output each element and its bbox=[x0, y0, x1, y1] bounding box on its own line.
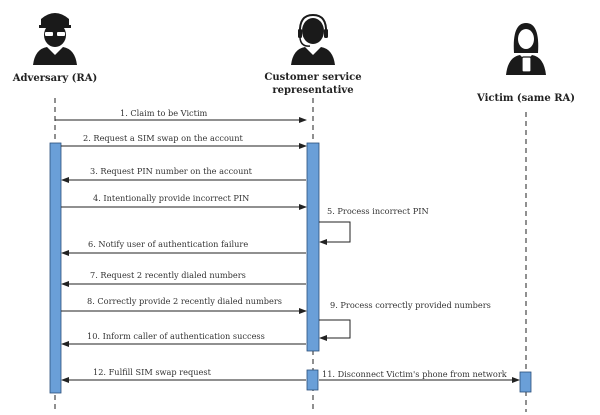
svg-text:8. Correctly provide 2 recentl: 8. Correctly provide 2 recently dialed n… bbox=[87, 296, 282, 306]
actor-label-victim: Victim (same RA) bbox=[476, 93, 575, 104]
activation-csr-final bbox=[306, 369, 319, 391]
activation-victim bbox=[519, 371, 532, 393]
svg-text:5. Process incorrect PIN: 5. Process incorrect PIN bbox=[327, 206, 429, 216]
message-11: 11. Disconnect Victim's phone from netwo… bbox=[319, 369, 520, 383]
actor-label-adversary: Adversary (RA) bbox=[12, 73, 97, 84]
message-2: 2. Request a SIM swap on the account bbox=[61, 133, 307, 149]
svg-text:1. Claim to be Victim: 1. Claim to be Victim bbox=[120, 108, 208, 118]
activation-csr-main bbox=[306, 142, 320, 352]
svg-text:9. Process correctly provided: 9. Process correctly provided numbers bbox=[330, 300, 491, 310]
svg-text:11. Disconnect Victim's phone: 11. Disconnect Victim's phone from netwo… bbox=[322, 369, 508, 379]
actor-label-csr-line2: representative bbox=[272, 85, 353, 96]
message-6: 6. Notify user of authentication failure bbox=[61, 239, 306, 256]
svg-text:6. Notify user of authenticati: 6. Notify user of authentication failure bbox=[88, 239, 248, 249]
message-3: 3. Request PIN number on the account bbox=[61, 166, 306, 183]
svg-text:7. Request 2 recently dialed n: 7. Request 2 recently dialed numbers bbox=[90, 270, 246, 280]
activation-adversary bbox=[49, 142, 62, 394]
actor-label-csr-line1: Customer service bbox=[264, 72, 361, 83]
message-12: 12. Fulfill SIM swap request bbox=[61, 367, 306, 383]
message-9: 9. Process correctly provided numbers bbox=[319, 300, 491, 341]
svg-text:10. Inform caller of authentic: 10. Inform caller of authentication succ… bbox=[87, 331, 265, 341]
svg-text:3. Request PIN number on the a: 3. Request PIN number on the account bbox=[90, 166, 253, 176]
message-1: 1. Claim to be Victim bbox=[55, 108, 307, 123]
headset-agent-icon bbox=[291, 13, 335, 65]
svg-text:12. Fulfill SIM swap request: 12. Fulfill SIM swap request bbox=[93, 367, 212, 377]
woman-phone-icon bbox=[506, 23, 546, 75]
hacker-icon bbox=[33, 13, 77, 65]
message-10: 10. Inform caller of authentication succ… bbox=[61, 331, 306, 347]
svg-text:2. Request a SIM swap on the a: 2. Request a SIM swap on the account bbox=[83, 133, 243, 143]
message-8: 8. Correctly provide 2 recently dialed n… bbox=[61, 296, 307, 314]
svg-text:4. Intentionally provide incor: 4. Intentionally provide incorrect PIN bbox=[93, 193, 249, 203]
message-4: 4. Intentionally provide incorrect PIN bbox=[61, 193, 307, 210]
message-7: 7. Request 2 recently dialed numbers bbox=[61, 270, 306, 287]
message-5: 5. Process incorrect PIN bbox=[319, 206, 429, 245]
